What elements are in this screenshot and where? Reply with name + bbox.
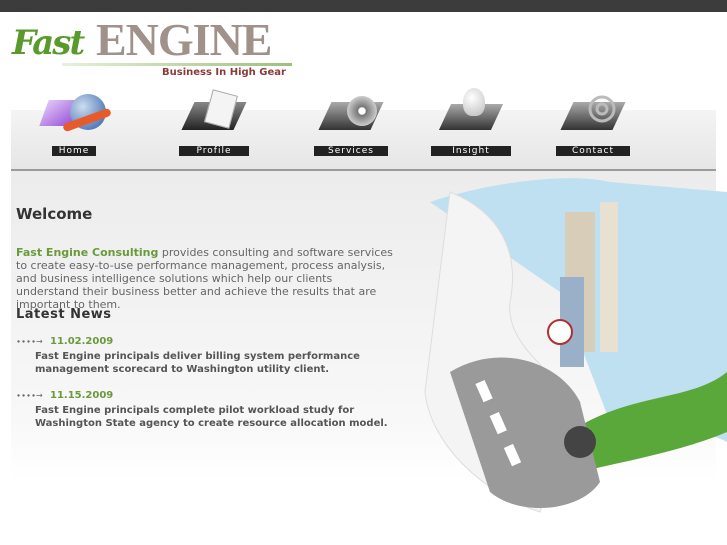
nav-label: Insight [431, 146, 511, 156]
nav-label: Profile [179, 146, 249, 156]
nav-services[interactable]: Services [314, 86, 388, 156]
logo-fast: Fast [12, 23, 85, 63]
folder-lightbulb-icon [438, 86, 504, 138]
city-road-illustration [424, 178, 727, 513]
nav-divider [11, 169, 716, 171]
folder-cd-icon [318, 86, 384, 138]
welcome-text: Fast Engine Consulting provides consulti… [16, 246, 396, 311]
news-date: 11.02.2009 [50, 336, 114, 347]
company-link[interactable]: Fast Engine Consulting [16, 246, 159, 259]
nav-label: Home [52, 146, 96, 156]
nav-label: Services [314, 146, 388, 156]
folder-pen-icon [181, 86, 247, 138]
arrow-icon: ∙∙∙∙→ [16, 391, 43, 400]
news-text: Fast Engine principals complete pilot wo… [35, 405, 388, 429]
logo-tagline: Business In High Gear [162, 67, 286, 78]
welcome-body: provides consulting and software service… [16, 246, 393, 311]
logo-engine: ENGINE [96, 14, 272, 65]
welcome-title: Welcome [16, 205, 93, 223]
logo-underline [62, 63, 292, 66]
nav-contact[interactable]: Contact [556, 86, 630, 156]
nav-home[interactable]: Home [39, 86, 112, 156]
arrow-icon: ∙∙∙∙→ [16, 337, 43, 346]
nav-profile[interactable]: Profile [179, 86, 249, 156]
top-bar [0, 0, 727, 12]
folder-at-icon [560, 86, 626, 138]
globe-folder-icon [39, 86, 112, 138]
nav-label: Contact [556, 146, 630, 156]
nav-insight[interactable]: Insight [431, 86, 511, 156]
news-text: Fast Engine principals deliver billing s… [35, 351, 360, 375]
news-date: 11.15.2009 [50, 390, 114, 401]
news-title: Latest News [16, 307, 112, 322]
logo[interactable]: ENGINE Fast Business In High Gear [12, 14, 302, 80]
